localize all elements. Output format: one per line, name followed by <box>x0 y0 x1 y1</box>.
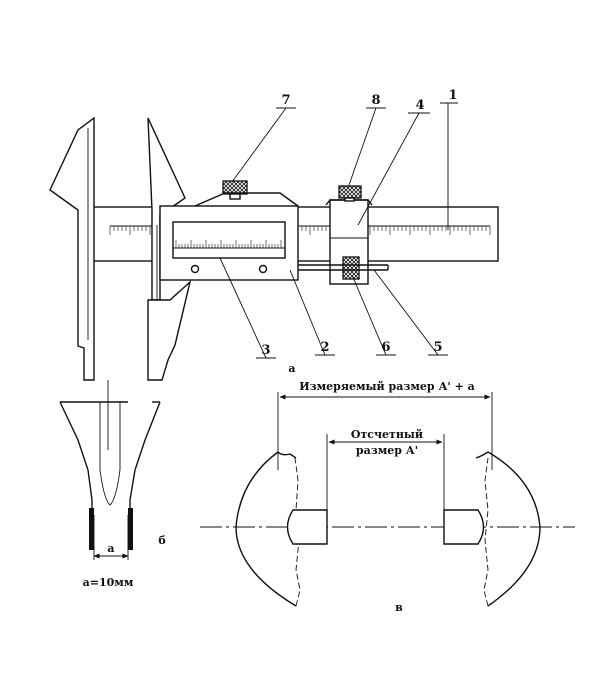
gap-label: а <box>107 542 114 555</box>
caliper-drawing: 1 2 3 4 5 6 7 8 а <box>49 88 499 381</box>
leader-lines <box>219 102 458 359</box>
panel-label-b: б <box>158 534 165 547</box>
callout-3: 3 <box>261 343 270 358</box>
callout-1: 1 <box>448 88 457 103</box>
vernier-scale <box>175 240 282 248</box>
callout-2: 2 <box>320 340 329 355</box>
callout-8: 8 <box>371 93 380 108</box>
fixed-jaw <box>49 116 95 381</box>
reading-size-label-1: Отсчетный <box>351 428 423 441</box>
jaw-tip-detail: а а=10мм б <box>59 380 166 589</box>
reading-size-label-2: размер А' <box>356 444 418 457</box>
slider-frame <box>159 192 299 281</box>
panel-label-v: в <box>395 601 403 614</box>
gap-caption: а=10мм <box>83 576 134 589</box>
measured-size-label: Измеряемый размер А' + а <box>299 380 475 393</box>
micro-screw-rod <box>298 264 389 271</box>
clamp-screw-7 <box>222 180 248 200</box>
screw-right <box>258 264 268 274</box>
measurement-detail: Измеряемый размер А' + а Отсчетный разме… <box>200 380 575 614</box>
callout-4: 4 <box>415 98 424 113</box>
callout-5: 5 <box>433 340 442 355</box>
screw-left <box>190 264 200 274</box>
callout-7: 7 <box>281 93 290 108</box>
callout-6: 6 <box>381 340 390 355</box>
panel-label-a: а <box>288 362 295 375</box>
